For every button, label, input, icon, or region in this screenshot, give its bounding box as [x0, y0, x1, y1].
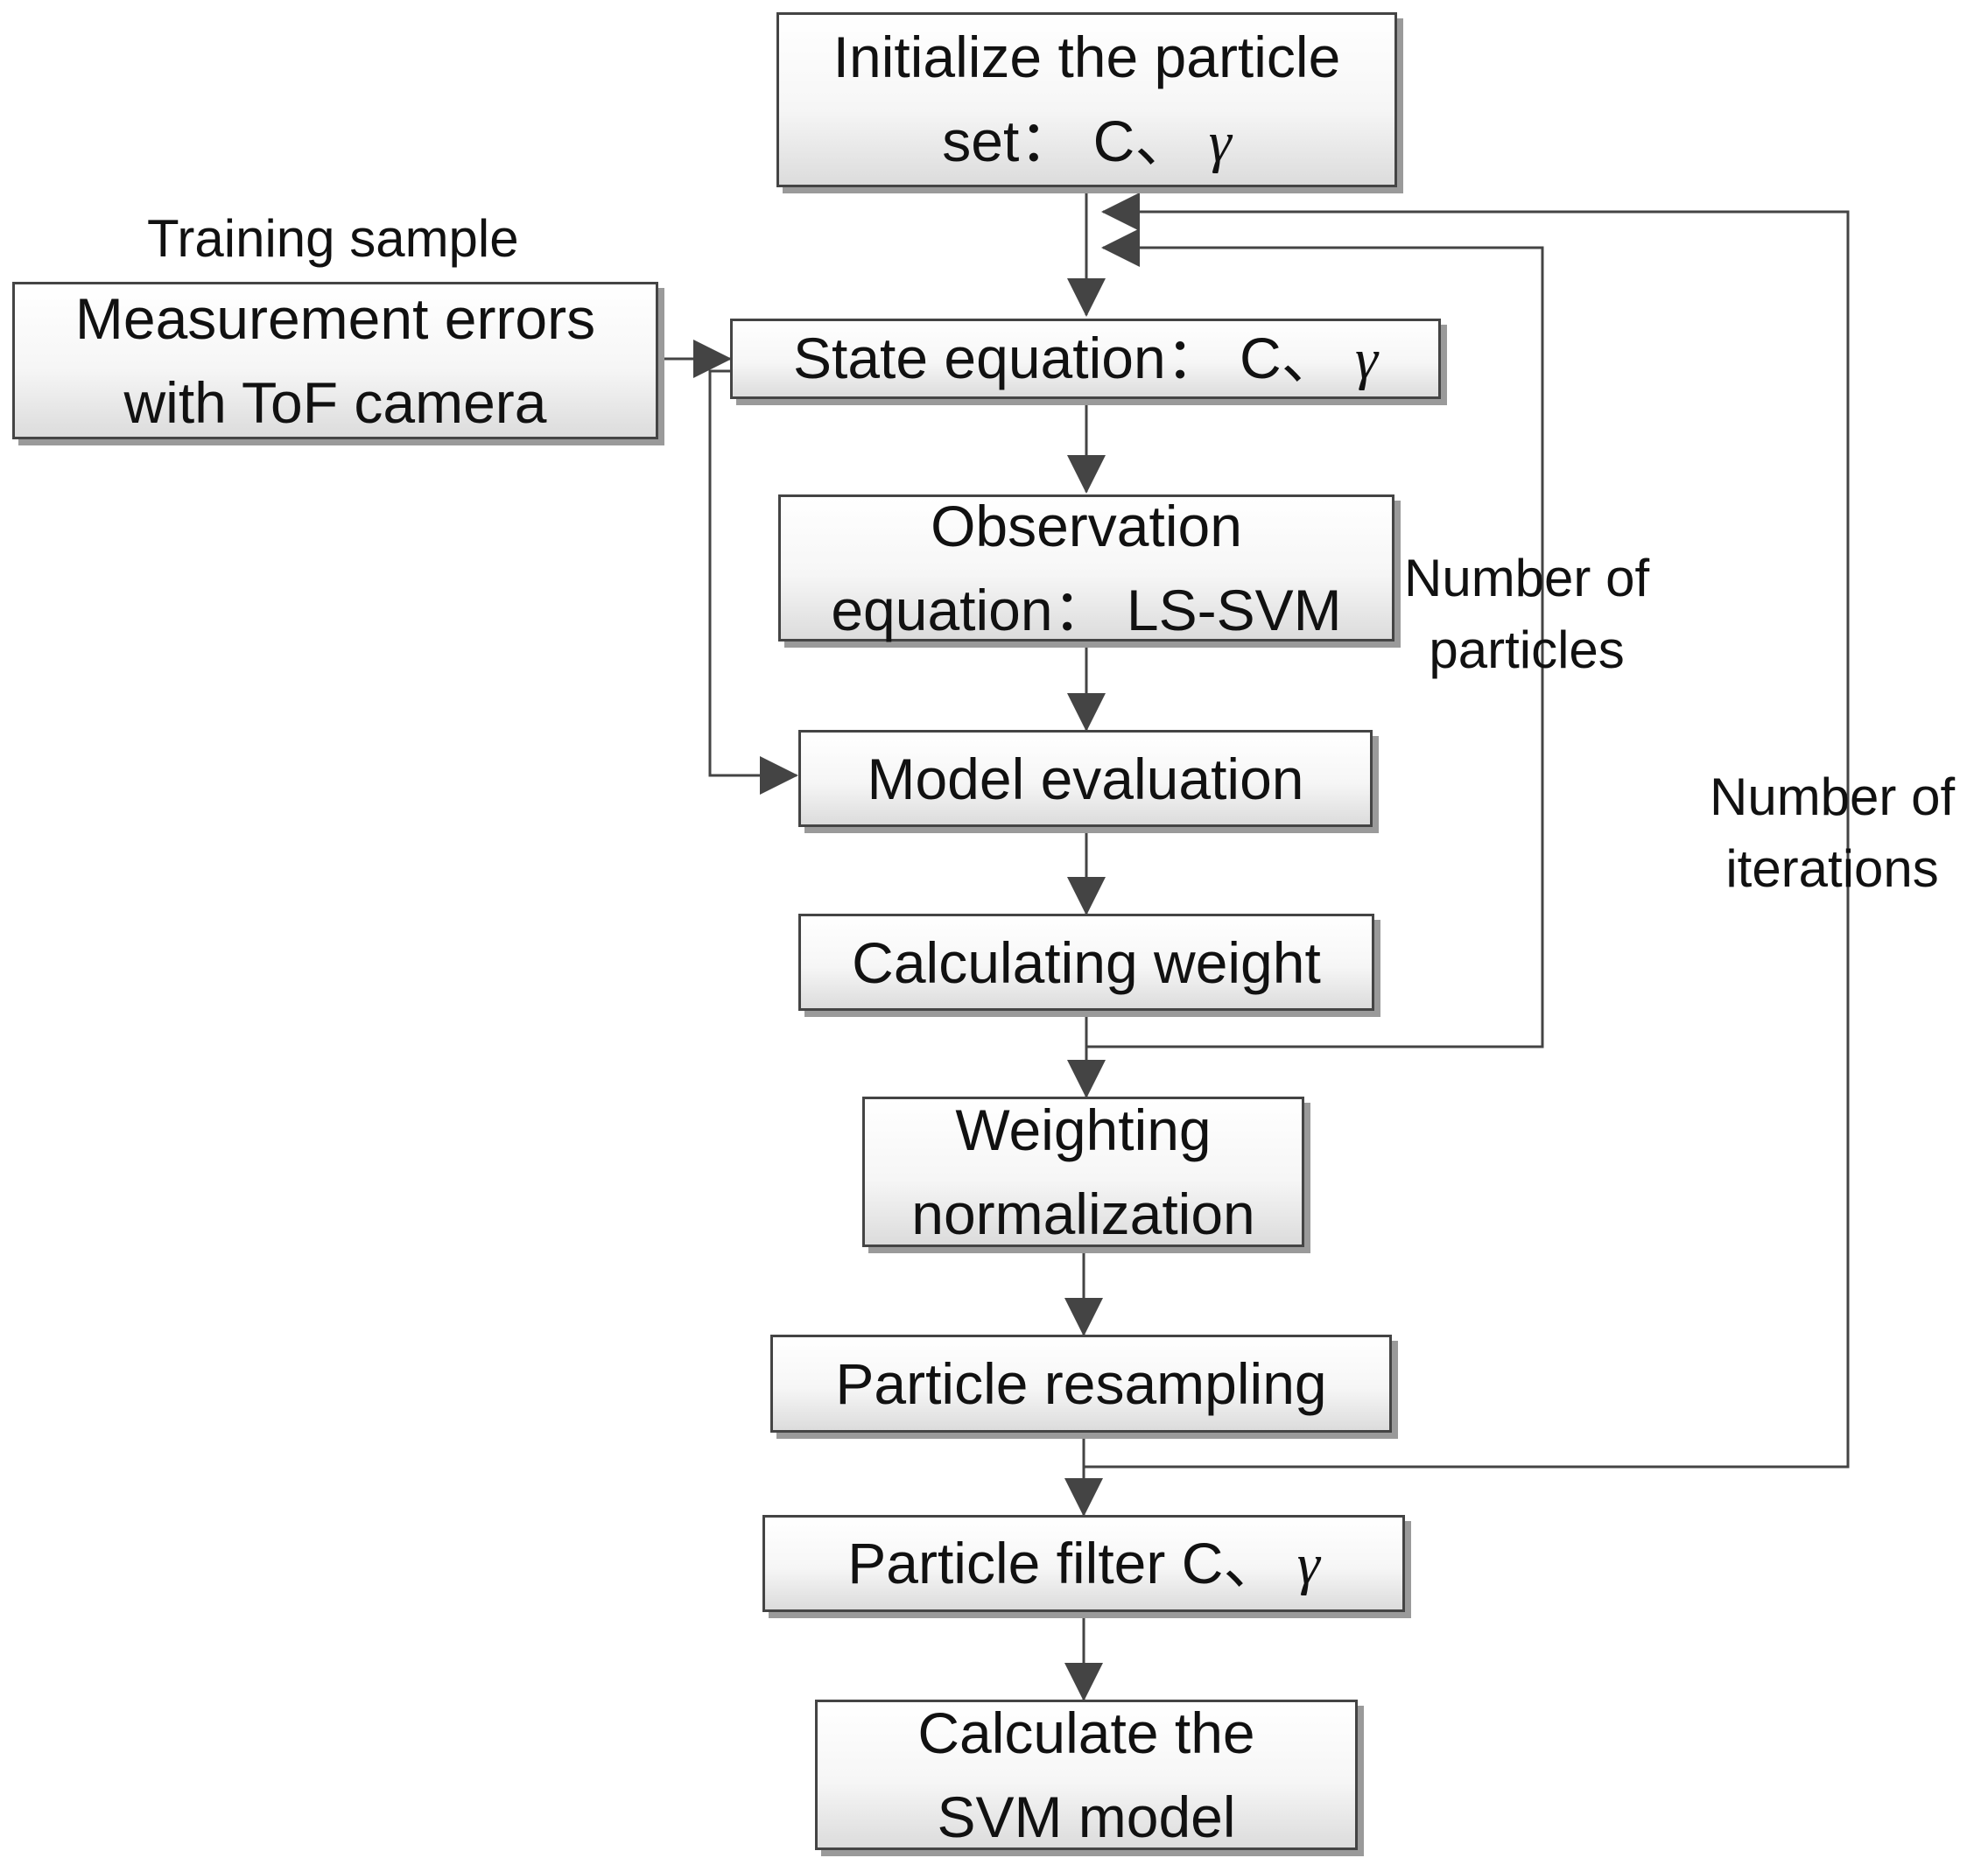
node-initialize-line-2: set： C、 γ	[942, 99, 1231, 185]
node-svm-line-2: SVM model	[937, 1784, 1236, 1849]
node-model-evaluation: Model evaluation	[798, 730, 1373, 827]
node-measurement-line-2: with ToF camera	[123, 370, 547, 435]
label-iterations-line-2: iterations	[1725, 839, 1939, 898]
node-particle-filter-line-1: Particle filter C、 γ	[847, 1530, 1320, 1596]
node-resampling-line-1: Particle resampling	[835, 1351, 1327, 1416]
loop-number-of-particles	[1086, 228, 1544, 1048]
node-initialize-line-2-text: set： C、 γ	[942, 109, 1232, 174]
label-number-of-iterations: Number of iterations	[1710, 761, 1955, 905]
label-number-of-particles: Number of particles	[1404, 543, 1649, 686]
gamma-symbol: γ	[1296, 1532, 1320, 1596]
node-state-line-1: State equation： C、 γ	[792, 326, 1379, 391]
node-measurement-errors: Measurement errors with ToF camera	[12, 282, 658, 439]
node-calculate-svm-model: Calculate the SVM model	[815, 1700, 1358, 1850]
label-iterations-line-1: Number of	[1710, 768, 1956, 826]
node-state-equation: State equation： C、 γ	[730, 319, 1441, 399]
gamma-symbol: γ	[1355, 327, 1379, 391]
label-training-sample-text: Training sample	[147, 209, 519, 268]
node-initialize-particle-set: Initialize the particle set： C、 γ	[776, 12, 1397, 187]
node-particle-resampling: Particle resampling	[770, 1335, 1392, 1433]
gamma-symbol: γ	[1208, 110, 1232, 174]
node-weighting-line-2: normalization	[911, 1181, 1255, 1246]
node-observation-equation: Observation equation： LS-SVM	[778, 494, 1394, 642]
node-svm-line-1: Calculate the	[917, 1700, 1255, 1765]
node-measurement-line-1: Measurement errors	[74, 286, 596, 351]
node-model-evaluation-line-1: Model evaluation	[867, 746, 1304, 811]
label-particles-line-1: Number of	[1404, 549, 1650, 607]
label-particles-line-2: particles	[1429, 620, 1625, 679]
node-calculating-weight: Calculating weight	[798, 914, 1374, 1011]
node-observation-line-2: equation： LS-SVM	[831, 578, 1342, 642]
label-training-sample: Training sample	[147, 203, 519, 275]
node-weighting-line-1: Weighting	[955, 1097, 1212, 1162]
node-particle-filter: Particle filter C、 γ	[762, 1515, 1405, 1612]
node-weighting-normalization: Weighting normalization	[862, 1097, 1304, 1247]
node-observation-line-1: Observation	[931, 494, 1242, 558]
node-calculating-weight-line-1: Calculating weight	[852, 929, 1321, 995]
edge-measure-to-model-eval	[708, 369, 798, 795]
node-initialize-line-1: Initialize the particle	[832, 25, 1341, 89]
loop-number-of-iterations	[1084, 193, 1850, 1469]
